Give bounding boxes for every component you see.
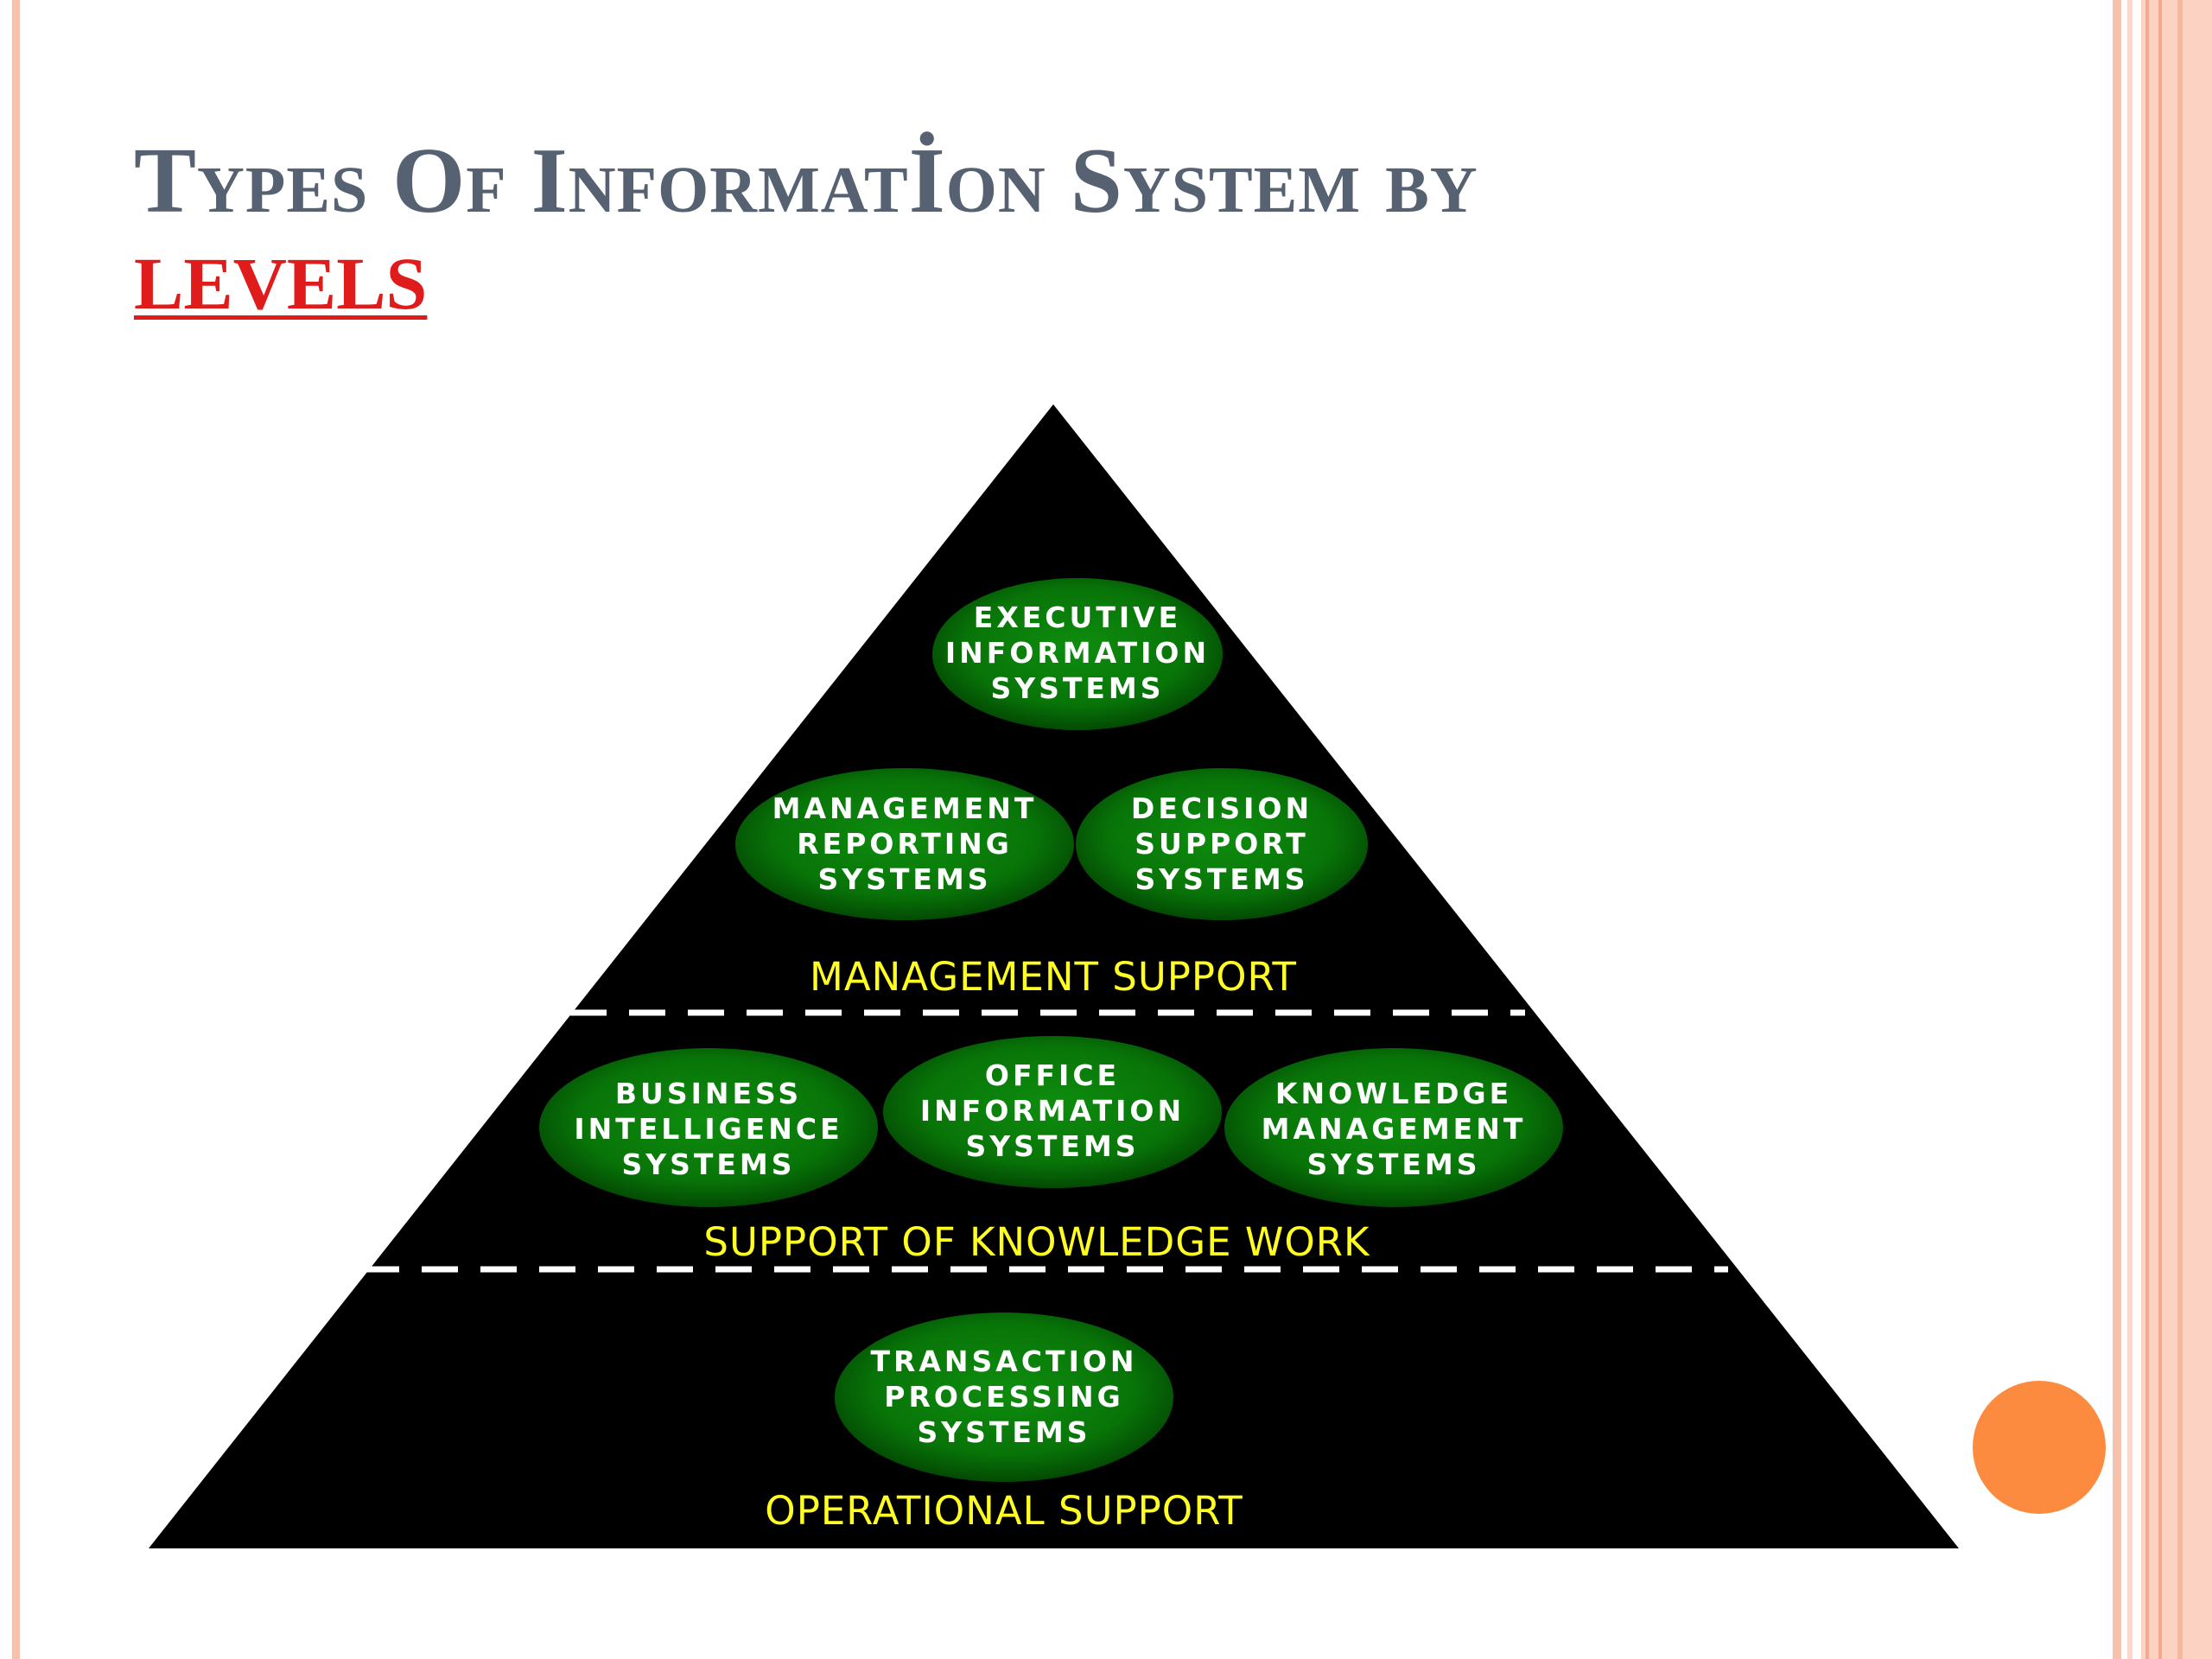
oval-label-line: SYSTEMS [965, 1129, 1139, 1163]
oval-label-line: INFORMATION [945, 636, 1210, 670]
slide-title: Types Of Informatİon System by [134, 130, 1478, 232]
oval-label-line: MANAGEMENT [1262, 1112, 1527, 1146]
oval-knowledge-management-systems: KNOWLEDGE MANAGEMENT SYSTEMS [1224, 1048, 1563, 1207]
right-decor-stripe [2158, 0, 2162, 1659]
oval-executive-information-systems: EXECUTIVE INFORMATION SYSTEMS [932, 578, 1223, 730]
oval-shape [1224, 1048, 1563, 1207]
oval-label-line: MANAGEMENT [772, 791, 1038, 825]
pyramid-shape [149, 404, 1959, 1548]
oval-label-line: PROCESSING [884, 1380, 1123, 1414]
oval-label-line: SUPPORT [1135, 827, 1308, 861]
oval-shape [932, 578, 1223, 730]
oval-shape [835, 1313, 1173, 1482]
oval-label-line: SYSTEMS [1306, 1147, 1480, 1181]
level-label-management: MANAGEMENT SUPPORT [810, 954, 1297, 1000]
oval-shape [539, 1048, 878, 1207]
oval-business-intelligence-systems: BUSINESS INTELLIGENCE SYSTEMS [539, 1048, 878, 1207]
oval-label-line: SYSTEMS [917, 1415, 1090, 1449]
right-decor-band [2141, 0, 2212, 1659]
oval-label-line: TRANSACTION [870, 1344, 1137, 1378]
oval-label-line: SYSTEMS [817, 862, 991, 896]
oval-transaction-processing-systems: TRANSACTION PROCESSING SYSTEMS [835, 1313, 1173, 1482]
levels-link[interactable]: LEVELS [134, 242, 428, 325]
oval-label-line: KNOWLEDGE [1275, 1077, 1512, 1110]
left-border-line [12, 0, 20, 1659]
oval-decision-support-systems: DECISION SUPPORT SYSTEMS [1076, 768, 1368, 920]
oval-label-line: BUSINESS [615, 1077, 802, 1110]
orange-accent-dot [1973, 1381, 2106, 1514]
right-decor-stripe [2113, 0, 2121, 1659]
level-label-operational: OPERATIONAL SUPPORT [765, 1488, 1243, 1534]
oval-label-line: INTELLIGENCE [574, 1112, 842, 1146]
right-decor-stripe [2145, 0, 2149, 1659]
oval-label-line: SYSTEMS [990, 671, 1164, 705]
oval-shape [1076, 768, 1368, 920]
oval-label-line: SYSTEMS [1135, 862, 1308, 896]
oval-label-line: REPORTING [797, 827, 1013, 861]
oval-label-line: EXECUTIVE [974, 601, 1181, 634]
oval-office-information-systems: OFFICE INFORMATION SYSTEMS [883, 1036, 1222, 1188]
oval-label-line: INFORMATION [920, 1094, 1185, 1128]
level-label-knowledge: SUPPORT OF KNOWLEDGE WORK [703, 1219, 1370, 1265]
oval-label-line: OFFICE [985, 1058, 1120, 1092]
oval-label-line: SYSTEMS [621, 1147, 795, 1181]
right-decor-stripe [2127, 0, 2133, 1659]
oval-label-line: DECISION [1131, 791, 1313, 825]
oval-shape [735, 768, 1074, 920]
right-decor-stripe [2177, 0, 2183, 1659]
oval-management-reporting-systems: MANAGEMENT REPORTING SYSTEMS [735, 768, 1074, 920]
oval-shape [883, 1036, 1222, 1188]
